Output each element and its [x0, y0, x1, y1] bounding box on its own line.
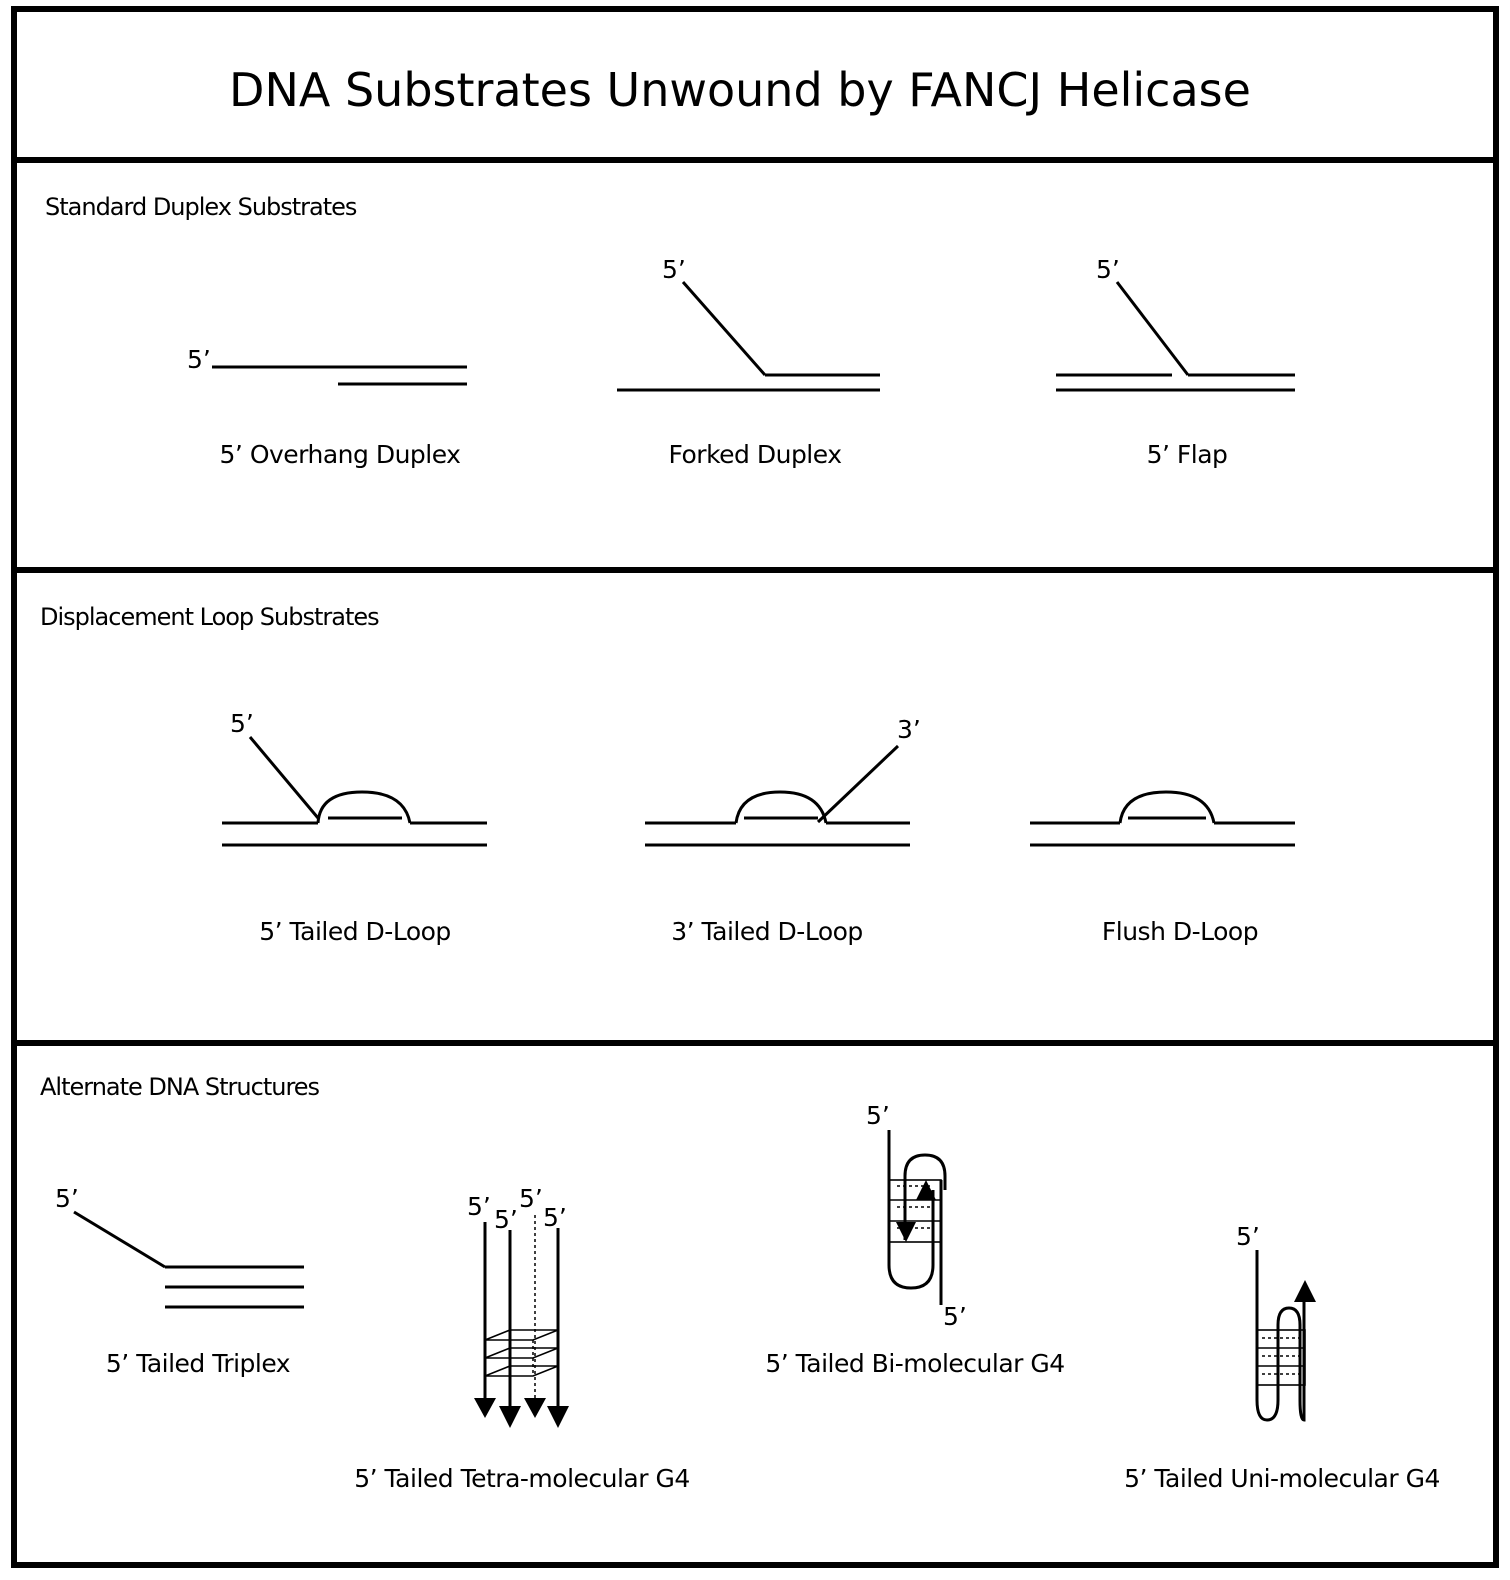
forked-duplex-end-label: 5’	[662, 255, 686, 284]
flush-dloop-diagram	[1030, 790, 1295, 847]
tetramolecular-g4-end-label-2: 5’	[494, 1205, 518, 1234]
forked-duplex-diagram	[617, 281, 880, 392]
tetramolecular-g4-end-label-4: 5’	[543, 1203, 567, 1232]
tailed-dloop-5-diagram	[222, 736, 487, 847]
figure-title: DNA Substrates Unwound by FANCJ Helicase	[229, 63, 1251, 117]
section-heading-alternate-structures: Alternate DNA Structures	[40, 1073, 320, 1101]
bimolecular-g4-end-label-bottom: 5’	[943, 1302, 967, 1331]
flap-label: 5’ Flap	[1147, 440, 1228, 469]
bimolecular-g4-label: 5’ Tailed Bi-molecular G4	[765, 1349, 1064, 1378]
tetramolecular-g4-end-label-1: 5’	[467, 1192, 491, 1221]
tetramolecular-g4-diagram	[474, 1215, 569, 1428]
unimolecular-g4-end-label: 5’	[1236, 1222, 1260, 1251]
forked-duplex-label: Forked Duplex	[669, 440, 842, 469]
flush-dloop-label: Flush D-Loop	[1102, 917, 1258, 946]
flap-diagram	[1056, 281, 1295, 392]
overhang-duplex-label: 5’ Overhang Duplex	[220, 440, 461, 469]
tetramolecular-g4-end-label-3: 5’	[519, 1184, 543, 1213]
section-heading-standard-duplex: Standard Duplex Substrates	[45, 193, 357, 221]
tetramolecular-g4-label: 5’ Tailed Tetra-molecular G4	[354, 1464, 690, 1493]
tailed-dloop-3-label: 3’ Tailed D-Loop	[671, 917, 863, 946]
tailed-triplex-end-label: 5’	[55, 1184, 79, 1213]
bimolecular-g4-diagram	[887, 1130, 947, 1305]
tailed-triplex-label: 5’ Tailed Triplex	[106, 1349, 290, 1378]
tailed-dloop-3-end-label: 3’	[897, 715, 921, 744]
section-heading-displacement-loop: Displacement Loop Substrates	[40, 603, 379, 631]
tailed-triplex-diagram	[73, 1210, 304, 1309]
overhang-duplex-end-label: 5’	[187, 345, 211, 374]
tailed-dloop-5-end-label: 5’	[230, 709, 254, 738]
tailed-dloop-5-label: 5’ Tailed D-Loop	[259, 917, 451, 946]
bimolecular-g4-end-label-top: 5’	[866, 1101, 890, 1130]
tailed-dloop-3-diagram	[645, 744, 910, 847]
unimolecular-g4-diagram	[1255, 1250, 1316, 1422]
unimolecular-g4-label: 5’ Tailed Uni-molecular G4	[1124, 1464, 1440, 1493]
flap-end-label: 5’	[1096, 255, 1120, 284]
outer-frame	[11, 6, 1499, 1568]
overhang-duplex-diagram	[212, 365, 467, 386]
